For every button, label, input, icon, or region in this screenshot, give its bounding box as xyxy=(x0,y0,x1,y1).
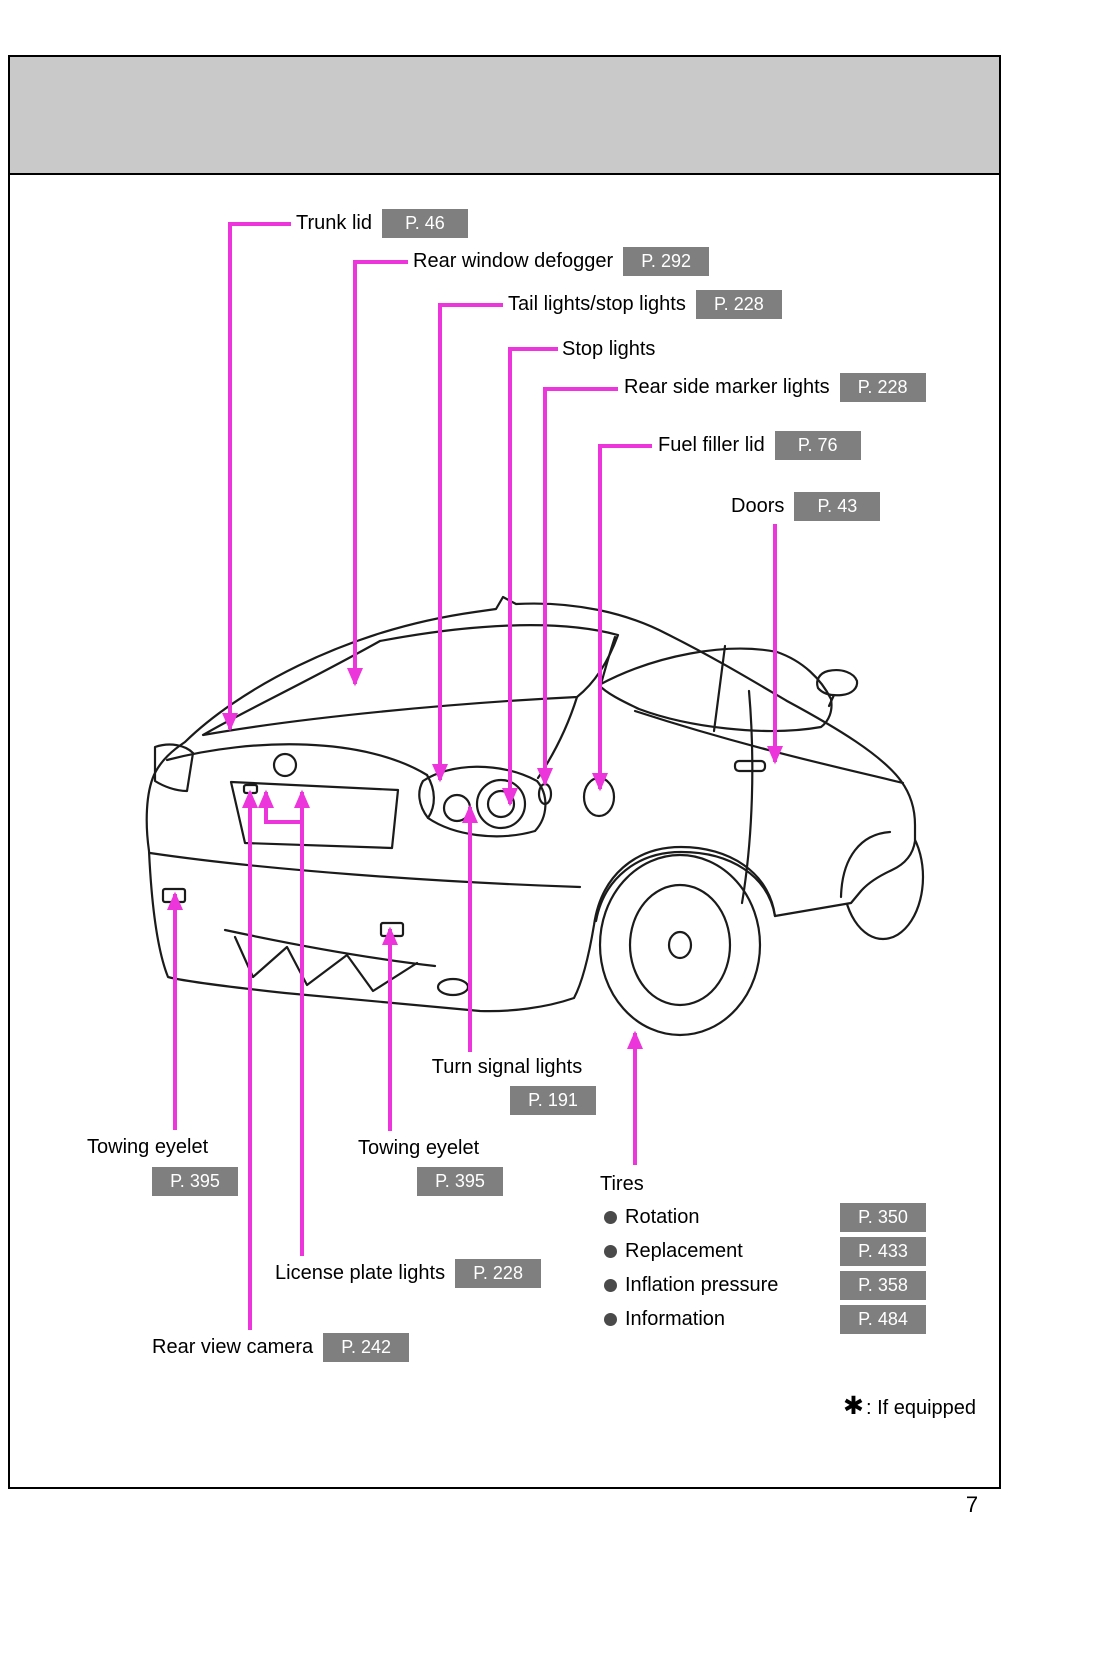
callout-fuel-filler-lid: Fuel filler lid P. 76 xyxy=(658,431,861,460)
page-ref-badge: P. 228 xyxy=(839,373,926,402)
footnote-text: : If equipped xyxy=(865,1397,977,1419)
callout-label: Rear view camera xyxy=(152,1336,314,1358)
page-ref-badge: P. 228 xyxy=(695,290,782,319)
page-ref-badge: P. 228 xyxy=(455,1259,542,1288)
car-rear-illustration xyxy=(145,595,925,1037)
page-ref-badge: P. 433 xyxy=(840,1237,926,1266)
door-seam xyxy=(740,689,754,905)
rear-wheel-arch xyxy=(594,850,777,923)
callout-label: Fuel filler lid xyxy=(658,434,765,456)
page-ref-badge: P. 76 xyxy=(774,431,861,460)
tire-item-inflation-pressure: Inflation pressure xyxy=(604,1271,778,1300)
callout-trunk-lid: Trunk lid P. 46 xyxy=(296,209,468,238)
trunk-edge-line xyxy=(425,773,435,820)
bullet-icon xyxy=(604,1313,617,1326)
front-wheel-arch xyxy=(839,830,892,899)
page-ref-badge: P. 350 xyxy=(840,1203,926,1232)
beltline-crease xyxy=(633,709,905,785)
rear-wheel-rim xyxy=(628,883,732,1007)
page-ref-badge: P. 358 xyxy=(840,1271,926,1300)
page-ref-badge: P. 43 xyxy=(794,492,881,521)
page-ref-badge: P. 292 xyxy=(623,247,710,276)
page-ref-badge: P. 191 xyxy=(510,1086,596,1115)
mirror-stalk xyxy=(827,693,836,708)
diffuser-fins xyxy=(233,935,419,993)
page-ref-badge: P. 484 xyxy=(840,1305,926,1334)
callout-label: Trunk lid xyxy=(296,212,372,234)
rear-tire xyxy=(598,853,762,1037)
callout-label: Rear window defogger xyxy=(413,250,614,272)
callout-rear-window-defogger: Rear window defogger P. 292 xyxy=(413,247,710,276)
callout-rear-side-marker-lights: Rear side marker lights P. 228 xyxy=(624,373,926,402)
rear-wheel-hub xyxy=(667,930,693,960)
callout-towing-eyelet-left-label: Towing eyelet xyxy=(87,1136,209,1158)
tire-item-rotation: Rotation xyxy=(604,1203,700,1232)
tire-item-label: Information xyxy=(625,1308,726,1330)
callout-label: Stop lights xyxy=(562,338,656,360)
tire-item-replacement: Replacement xyxy=(604,1237,743,1266)
b-pillar-line xyxy=(712,644,727,733)
bullet-icon xyxy=(604,1245,617,1258)
page-ref-badge: P. 242 xyxy=(323,1333,410,1362)
if-equipped-footnote: ✱: If equipped xyxy=(843,1392,977,1420)
tire-item-label: Inflation pressure xyxy=(625,1274,779,1296)
callout-turn-signal-lights-label: Turn signal lights xyxy=(431,1056,583,1078)
side-mirror xyxy=(816,669,859,697)
callout-label: License plate lights xyxy=(275,1262,446,1284)
bullet-icon xyxy=(604,1211,617,1224)
callout-doors: Doors P. 43 xyxy=(731,492,881,521)
trunk-spoiler-line xyxy=(165,743,429,777)
asterisk-icon: ✱ xyxy=(843,1392,864,1420)
callout-label: Rear side marker lights xyxy=(624,376,830,398)
tires-heading: Tires xyxy=(600,1173,644,1195)
car-body-outline xyxy=(145,595,917,1013)
page-ref-badge: P. 395 xyxy=(417,1167,503,1196)
callout-stop-lights: Stop lights xyxy=(562,335,655,364)
bullet-icon xyxy=(604,1279,617,1292)
page-ref-badge: P. 395 xyxy=(152,1167,238,1196)
page-ref-badge: P. 46 xyxy=(381,209,468,238)
left-tail-light xyxy=(153,743,195,793)
trunk-emblem xyxy=(272,752,298,778)
tail-lamp-outer xyxy=(475,778,527,830)
bumper-seam xyxy=(148,851,582,889)
callout-label: Doors xyxy=(731,495,785,517)
callout-label: Tail lights/stop lights xyxy=(508,293,686,315)
license-plate-recess xyxy=(229,780,400,850)
callout-rear-view-camera: Rear view camera P. 242 xyxy=(152,1333,410,1362)
tire-item-label: Replacement xyxy=(625,1240,743,1262)
tire-item-label: Rotation xyxy=(625,1206,700,1228)
header-band xyxy=(8,55,1001,175)
door-handle xyxy=(733,759,767,773)
callout-tail-stop-lights: Tail lights/stop lights P. 228 xyxy=(508,290,782,319)
callout-license-plate-lights: License plate lights P. 228 xyxy=(275,1259,542,1288)
tire-item-information: Information xyxy=(604,1305,725,1334)
callout-towing-eyelet-center-label: Towing eyelet xyxy=(358,1137,480,1159)
page-number: 7 xyxy=(965,1492,979,1517)
